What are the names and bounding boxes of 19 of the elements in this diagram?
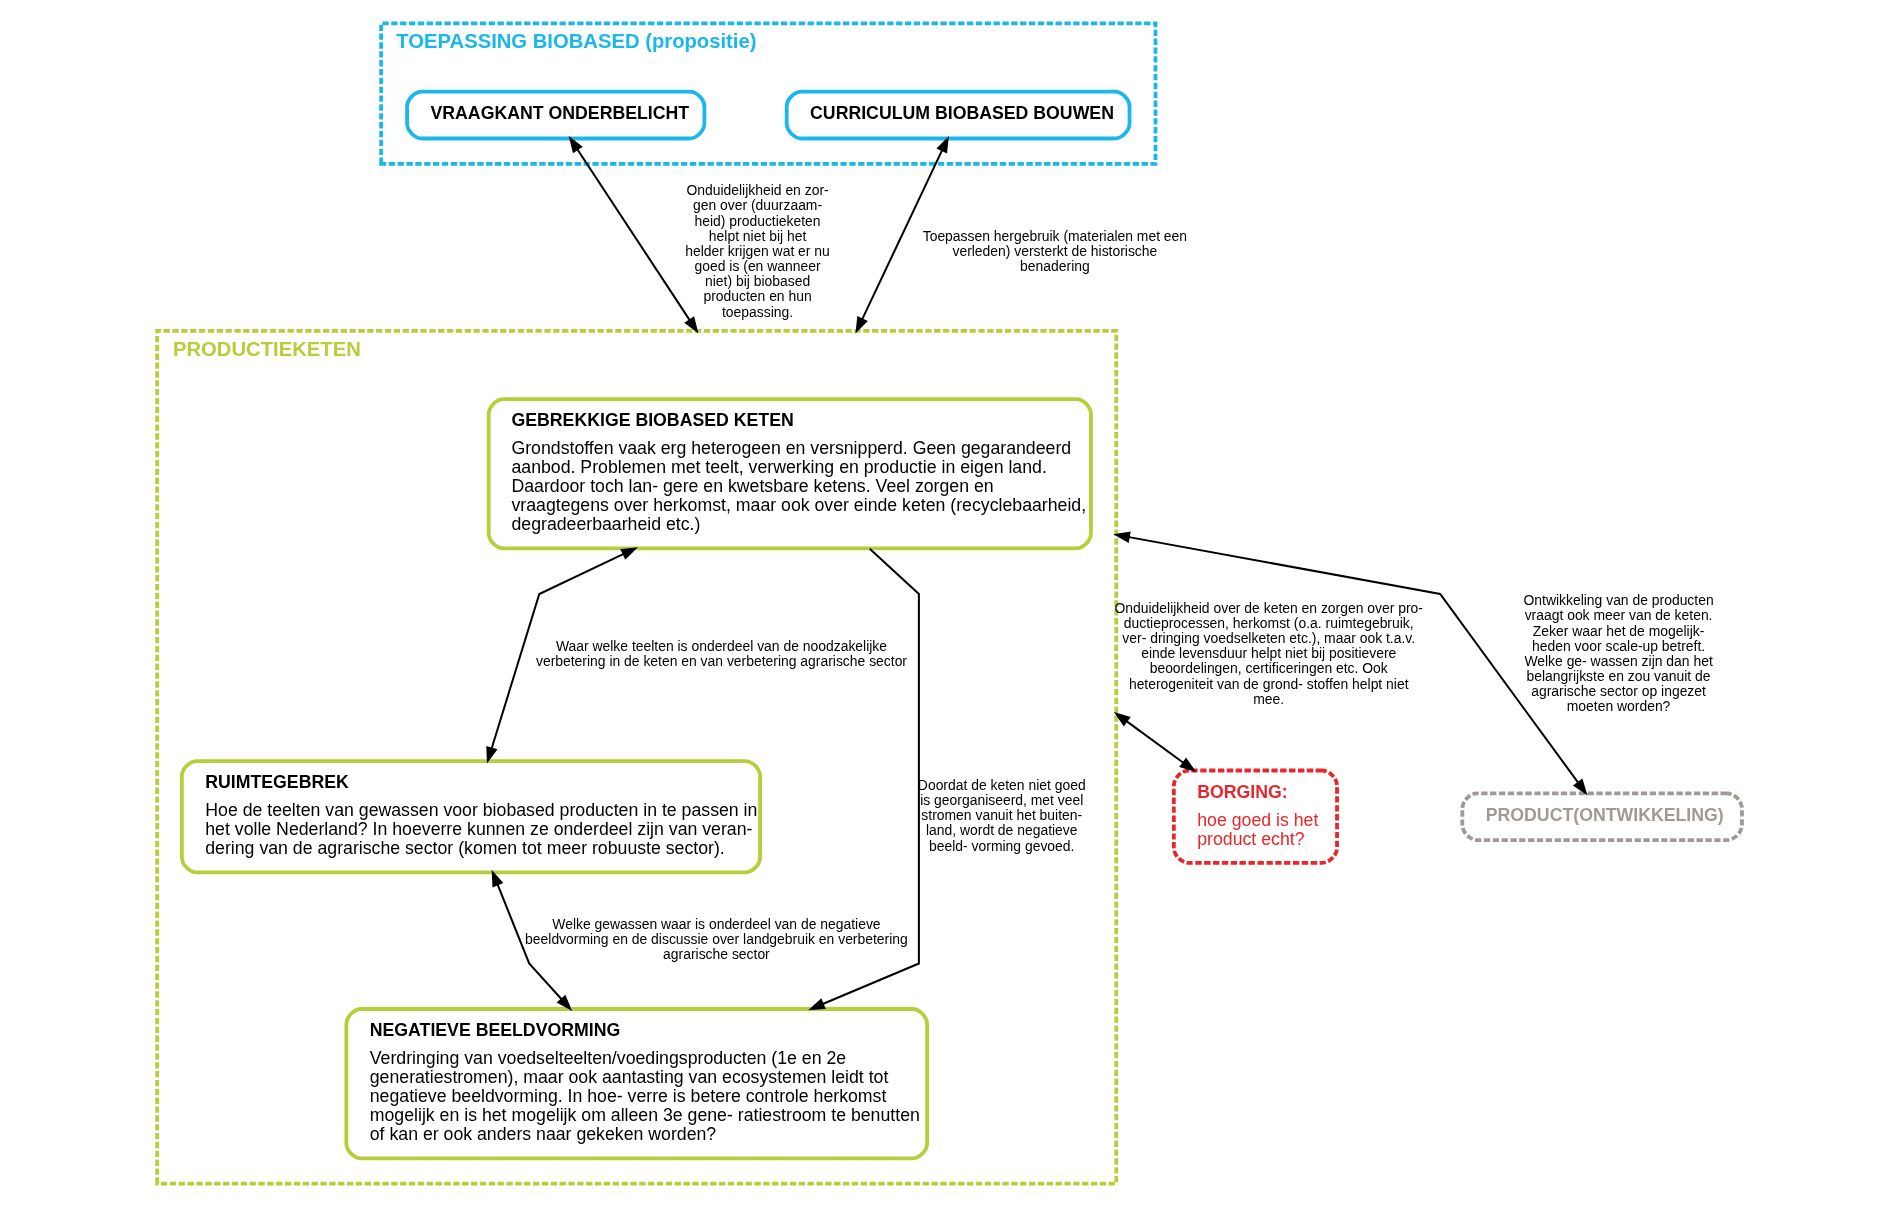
node-box: NEGATIEVE BEELDVORMING Verdringing van voedselteelten/voedingsproducten (1e en 2e generatiestromen), maar ook aantasting van ecosystemen leidt tot negatieve beeldvorming. In hoe- verre is betere controle herkomst mogelijk en is het mogelijk om alleen 3e gene- ratiestroom te benutten of kan er ook anders naar gekeken worden?: [343, 1007, 929, 1161]
arrow: [854, 135, 949, 334]
node-box: BORGING: hoe goed is het product echt?: [1171, 768, 1339, 865]
node-box: GEBREKKIGE BIOBASED KETEN Grondstoffen vaak erg heterogeen en versnipperd. Geen gegarandeerd aanbod. Problemen met teelt, verwerking en productie in eigen land. Daardoor toch lan- gere en kwetsbare ketens. Veel zorgen en vraagtegens over herkomst, maar ook over einde keten (recyclebaarheid, degradeerbaarheid etc.): [486, 397, 1093, 551]
edge-label: Ontwikkeling van de producten vraagt ook meer van de keten. Zeker waar het de mogelijk- heden voor scale-up betreft. Welke ge- wassen zijn dan het belangrijkste en zou vanuit de agrarische sector op ingezet moeten worden?: [1522, 592, 1714, 715]
node-box: PRODUCT(ONTWIKKELING): [1459, 791, 1744, 842]
node-box: CURRICULUM BIOBASED BOUWEN: [784, 89, 1131, 141]
arrow: [1113, 711, 1196, 773]
arrow: [485, 547, 638, 764]
node-box: VRAAGKANT ONDERBELICHT: [404, 89, 706, 141]
arrow: [568, 136, 698, 334]
edge-label: Welke gewassen waar is onderdeel van de negatieve beeldvorming en de discussie over landgebruik en verbetering agrarische sector: [524, 916, 908, 963]
arrow: [491, 869, 572, 1012]
arrow: [807, 547, 920, 1011]
arrow: [1112, 531, 1587, 796]
edge-label: Onduidelijkheid en zor- gen over (duurzaam- heid) productieketen helpt niet bij het helder krijgen wat er nu goed is (en wanneer niet) bij biobased producten en hun toepassing.: [684, 182, 830, 320]
node-box: RUIMTEGEBREK Hoe de teelten van gewassen voor biobased producten in te passen in het volle Nederland? In hoeverre kunnen ze onderdeel zijn van veran- dering van de agrarische sector (komen tot meer robuuste sector).: [179, 759, 762, 875]
edge-label: Waar welke teelten is onderdeel van de noodzakelijke verbetering in de keten en van verbetering agrarische sector: [535, 637, 907, 669]
edge-label: Toepassen hergebruik (materialen met een verleden) versterkt de historische benadering: [922, 227, 1187, 275]
